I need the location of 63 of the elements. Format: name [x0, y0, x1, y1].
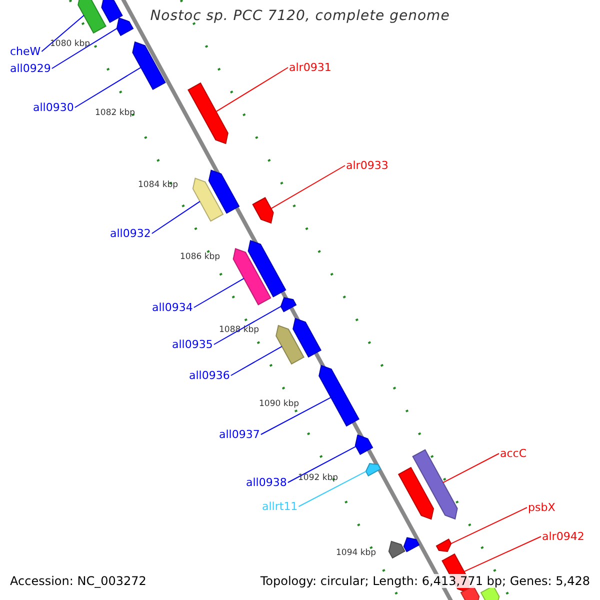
gene-label: alr0942 [542, 530, 584, 543]
gene-label: all0938 [246, 476, 287, 489]
gene-label: alr0933 [346, 159, 388, 172]
genome-info-text: Topology: circular; Length: 6,413,771 bp; Genes: 5,428 [260, 574, 590, 588]
gene-label: all0934 [152, 301, 193, 314]
gene-bar [116, 17, 134, 36]
leader-line [151, 200, 200, 234]
scale-label: 1092 kbp [298, 473, 338, 483]
scale-label: 1090 kbp [259, 399, 300, 409]
leader-line [213, 306, 282, 345]
gene-bar [318, 364, 360, 427]
scale-label: 1080 kbp [50, 39, 90, 49]
gene-label: psbX [528, 501, 556, 514]
leader-line [298, 470, 366, 507]
leader-line [216, 67, 288, 112]
scale-label: 1088 kbp [219, 325, 260, 335]
scale-label: 1084 kbp [138, 180, 178, 190]
leader-line [450, 507, 528, 544]
gene-bar [398, 466, 434, 520]
gene-bar [192, 178, 224, 222]
gene-label: all0935 [172, 338, 213, 351]
leader-line [41, 14, 84, 52]
gene-bar [208, 170, 240, 214]
scale-label: 1086 kbp [180, 252, 220, 262]
gene-label: all0929 [10, 62, 51, 75]
gene-bar [188, 82, 228, 144]
gene-label: alr0931 [289, 61, 332, 74]
gene-bar [365, 463, 382, 476]
accession-text: Accession: NC_003272 [10, 574, 146, 588]
gene-bar [436, 538, 452, 552]
gene-bar [354, 434, 374, 455]
title: Nostoc sp. PCC 7120, complete genome [149, 8, 451, 24]
gene-bar [403, 537, 420, 552]
leader-line [287, 446, 356, 483]
leader-line [74, 66, 142, 108]
gene-label: all0932 [110, 227, 151, 240]
gene-bar [292, 318, 322, 358]
gene-label: all0930 [33, 101, 74, 114]
gene-bar [252, 197, 274, 224]
gene-bar [276, 324, 304, 365]
scale-label: 1094 kbp [336, 548, 376, 558]
scale-label: 1082 kbp [95, 108, 136, 118]
gene-bar [78, 0, 106, 34]
leader-line [260, 396, 332, 435]
gene-label: all0936 [189, 369, 230, 382]
leader-line [442, 453, 500, 484]
leader-line [464, 536, 542, 572]
leader-line [230, 346, 282, 376]
gene-bar [132, 41, 166, 90]
gene-bar [388, 540, 406, 559]
gene-label: accC [500, 447, 527, 460]
gene-bar [101, 0, 123, 23]
gene-bar [412, 449, 458, 520]
gene-label: all0937 [219, 428, 260, 441]
gene-bar [280, 297, 297, 312]
gene-label: cheW [10, 45, 41, 58]
gene-bar [232, 248, 272, 306]
leader-line [51, 28, 118, 69]
leader-line [270, 165, 346, 210]
gene-bar [460, 585, 480, 600]
gene-bar [248, 240, 286, 298]
leader-line [193, 278, 244, 308]
gene-label: allrt11 [262, 500, 298, 513]
